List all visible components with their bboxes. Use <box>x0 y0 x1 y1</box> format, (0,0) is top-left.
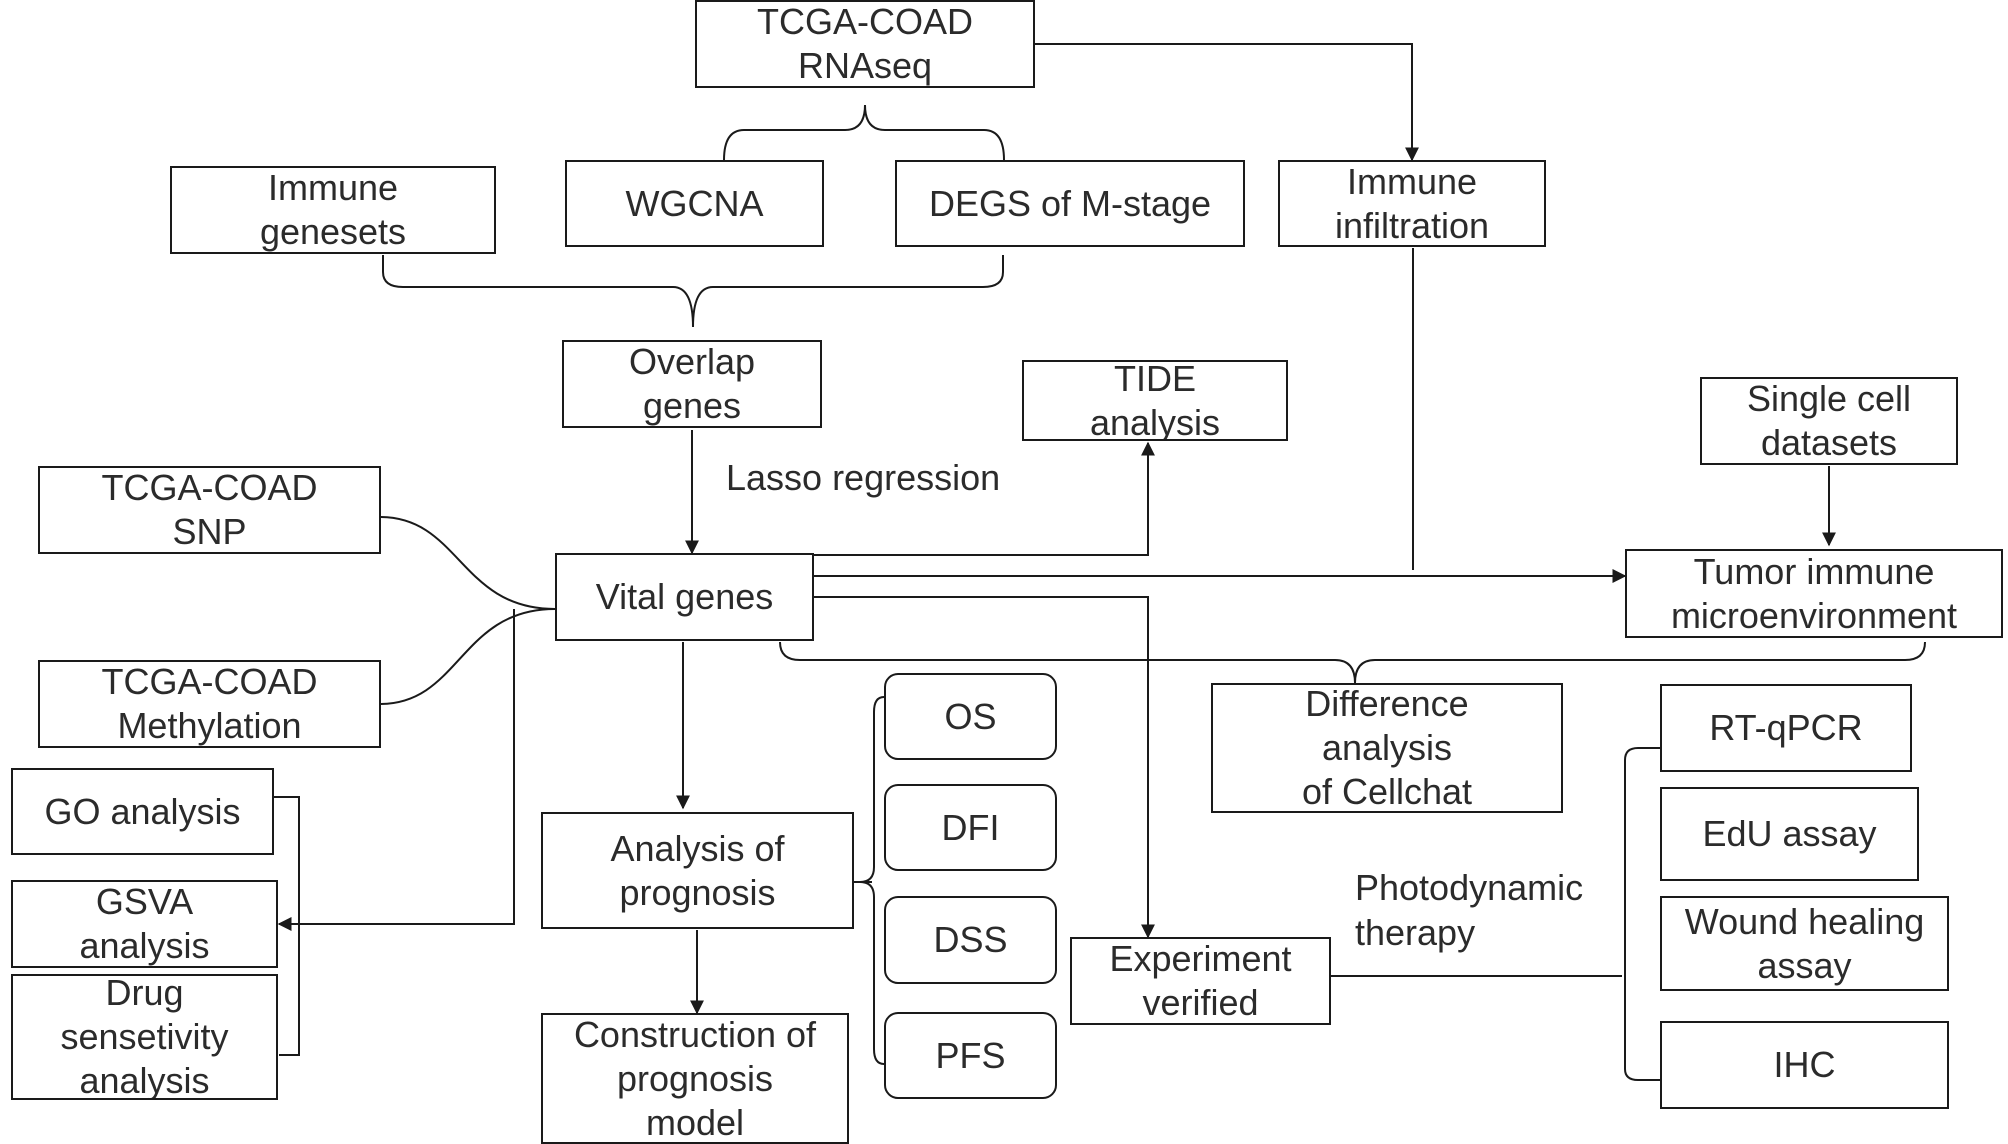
node-line: GO analysis <box>44 790 241 832</box>
node-line: Wound healing <box>1684 900 1925 942</box>
node-overlap-genes: Overlap genes <box>562 340 822 428</box>
node-line: verified <box>1142 982 1259 1023</box>
node-tcga-methylation: TCGA-COAD Methylation <box>38 660 381 748</box>
node-line: Vital genes <box>595 576 774 617</box>
node-analysis-of-prognosis: Analysis of prognosis <box>541 812 854 929</box>
node-line: of Cellchat <box>1301 771 1473 812</box>
node-line: microenvironment <box>1670 594 1958 636</box>
edge-rnaseq-to-immune-infiltration <box>1034 43 1419 162</box>
label-line: Photodynamic <box>1355 867 1584 908</box>
edge-vital-to-gsva <box>277 609 515 931</box>
brace-snp-methylation <box>379 516 556 705</box>
node-single-cell-datasets: Single cell datasets <box>1700 377 1958 465</box>
node-line: Single cell <box>1746 378 1912 419</box>
node-line: SNP <box>172 511 247 552</box>
node-line: analysis <box>79 925 210 966</box>
node-line: RT-qPCR <box>1709 707 1863 748</box>
node-line: DSS <box>933 919 1008 960</box>
node-line: OS <box>944 695 997 737</box>
node-line: PFS <box>935 1034 1006 1076</box>
node-line: Experiment <box>1109 938 1292 979</box>
edge-label-photodynamic-therapy: Photodynamic therapy <box>1355 865 1583 955</box>
node-line: Analysis of <box>610 827 785 869</box>
node-experiment-verified: Experiment verified <box>1070 937 1331 1025</box>
bracket-analysis-group <box>273 796 300 1056</box>
brace-overlap-merge <box>382 255 1004 328</box>
node-line: analysis <box>1321 727 1453 768</box>
node-line: Difference <box>1305 683 1469 724</box>
node-line: Immune <box>1346 160 1478 202</box>
node-tide-analysis: TIDE analysis <box>1022 360 1288 441</box>
node-ihc: IHC <box>1660 1021 1949 1109</box>
node-line: genes <box>642 385 742 426</box>
label-line: therapy <box>1355 912 1476 953</box>
node-wound-healing-assay: Wound healing assay <box>1660 896 1949 991</box>
node-immune-genesets: Immune genesets <box>170 166 496 254</box>
node-line: TIDE <box>1113 360 1196 399</box>
brace-rnaseq-split <box>723 104 1005 161</box>
node-wgcna: WGCNA <box>565 160 824 247</box>
brace-survival <box>854 696 885 1065</box>
node-line: prognosis <box>616 1057 774 1099</box>
node-line: Methylation <box>117 705 302 746</box>
node-line: TCGA-COAD <box>757 1 973 42</box>
brace-difference-merge <box>779 641 1926 684</box>
node-gsva-analysis: GSVA analysis <box>11 880 278 968</box>
node-line: DEGS of M-stage <box>928 182 1212 224</box>
node-degs-m-stage: DEGS of M-stage <box>895 160 1245 247</box>
node-line: Tumor immune <box>1693 550 1935 592</box>
node-line: RNAseq <box>797 45 933 86</box>
edge-label-lasso-regression: Lasso regression <box>726 455 1000 500</box>
node-line: analysis <box>1089 401 1221 441</box>
node-line: IHC <box>1773 1044 1836 1085</box>
node-drug-sensetivity: Drug sensetivity analysis <box>11 974 278 1100</box>
node-line: Drug <box>105 974 184 1013</box>
edge-vital-to-tide <box>814 441 1155 556</box>
node-line: Overlap <box>628 341 756 382</box>
node-dss: DSS <box>884 896 1057 984</box>
node-line: prognosis <box>619 871 776 913</box>
node-construction-prognosis-model: Construction of prognosis model <box>541 1013 849 1144</box>
node-pfs: PFS <box>884 1012 1057 1099</box>
node-go-analysis: GO analysis <box>11 768 274 855</box>
node-dfi: DFI <box>884 784 1057 871</box>
node-line: TCGA-COAD <box>101 467 318 508</box>
node-line: datasets <box>1760 422 1898 463</box>
node-immune-infiltration: Immune infiltration <box>1278 160 1546 247</box>
node-rt-qpcr: RT-qPCR <box>1660 684 1912 772</box>
node-line: genesets <box>259 211 407 252</box>
node-edu-assay: EdU assay <box>1660 787 1919 881</box>
node-line: infiltration <box>1334 204 1490 246</box>
node-tumor-immune-microenvironment: Tumor immune microenvironment <box>1625 549 2003 638</box>
node-line: WGCNA <box>625 182 764 224</box>
node-line: Construction of <box>573 1013 817 1055</box>
bracket-assays <box>1624 747 1660 1081</box>
node-line: model <box>645 1101 745 1143</box>
node-line: Immune <box>267 167 399 208</box>
node-os: OS <box>884 673 1057 760</box>
node-line: sensetivity <box>60 1016 229 1057</box>
node-difference-cellchat: Difference analysis of Cellchat <box>1211 683 1563 813</box>
node-line: assay <box>1757 944 1852 986</box>
node-line: analysis <box>79 1060 210 1100</box>
node-line: DFI <box>941 806 1000 848</box>
node-line: EdU assay <box>1702 813 1877 854</box>
node-line: GSVA <box>95 881 194 922</box>
node-tcga-rnaseq: TCGA-COAD RNAseq <box>695 0 1035 88</box>
label-line: Lasso regression <box>726 457 1001 498</box>
node-tcga-snp: TCGA-COAD SNP <box>38 466 381 554</box>
node-line: TCGA-COAD <box>101 661 318 702</box>
node-vital-genes: Vital genes <box>555 553 814 641</box>
edge-vital-to-experiment <box>814 596 1155 939</box>
